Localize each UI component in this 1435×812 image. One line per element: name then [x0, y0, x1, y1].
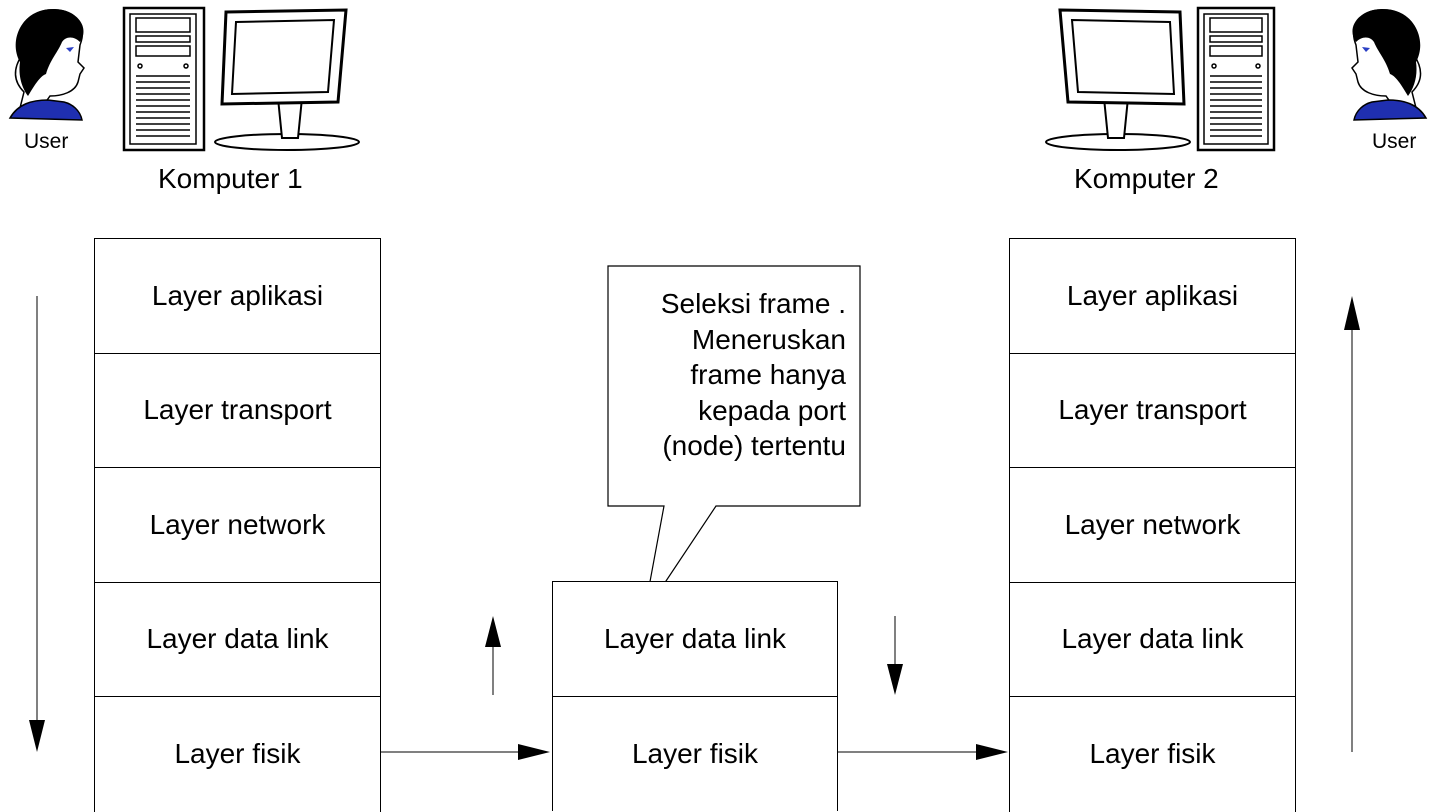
callout-bubble [607, 265, 861, 615]
down-arrow-middle [887, 616, 903, 695]
layer-cell: Layer data link [553, 582, 837, 697]
callout-text: Seleksi frame . Meneruskan frame hanya k… [612, 286, 846, 464]
user-label-right: User [1372, 130, 1417, 153]
monitor-icon-left [214, 8, 360, 151]
layer-cell: Layer aplikasi [95, 239, 380, 354]
callout-line: frame hanya [690, 359, 846, 390]
desktop-tower-icon-right [1196, 6, 1276, 152]
layer-cell: Layer aplikasi [1010, 239, 1295, 354]
layer-cell: Layer data link [95, 583, 380, 697]
callout-line: Seleksi frame . [660, 288, 846, 319]
arrow-left-to-middle [380, 744, 550, 760]
monitor-icon-right [1045, 8, 1191, 151]
layer-cell: Layer data link [1010, 583, 1295, 697]
desktop-tower-icon-left [122, 6, 206, 152]
computer-label-left: Komputer 1 [158, 163, 303, 194]
layer-stack-right: Layer aplikasi Layer transport Layer net… [1009, 238, 1296, 812]
layer-cell: Layer network [1010, 468, 1295, 583]
computer-label-right: Komputer 2 [1074, 163, 1219, 194]
user-head-icon-right [1351, 8, 1428, 121]
callout-line: kepada port [698, 394, 846, 426]
up-arrow-right [1344, 296, 1360, 752]
down-arrow-left [29, 296, 45, 752]
arrow-middle-to-right [837, 744, 1008, 760]
layer-cell: Layer transport [1010, 354, 1295, 468]
user-label-left: User [24, 130, 69, 153]
callout-line: Meneruskan [691, 323, 846, 355]
layer-cell: Layer network [95, 468, 380, 583]
layer-cell: Layer fisik [1089, 738, 1216, 770]
layer-cell: Layer transport [95, 354, 380, 468]
up-arrow-middle [485, 616, 501, 695]
layer-cell: Layer fisik [174, 738, 301, 770]
layer-stack-left: Layer aplikasi Layer transport Layer net… [94, 238, 381, 812]
layer-stack-middle: Layer data link Layer fisik [552, 581, 838, 811]
callout-line: (node) tertentu [662, 430, 846, 461]
user-head-icon-left [8, 8, 85, 121]
layer-cell: Layer fisik [631, 737, 759, 769]
